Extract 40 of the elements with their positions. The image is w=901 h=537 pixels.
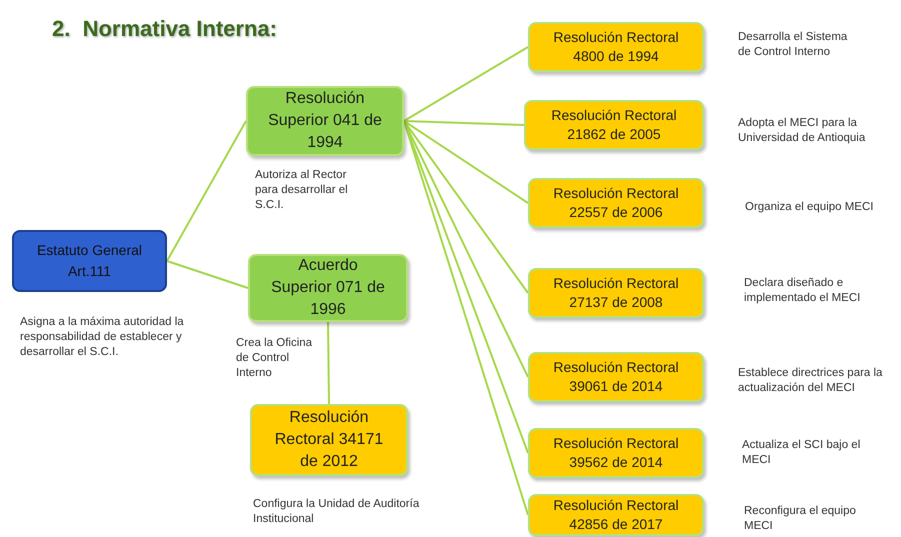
description-text: Actualiza el SCI bajo el MECI <box>742 438 862 468</box>
box-label: Acuerdo Superior 071 de 1996 <box>270 256 386 320</box>
connector-line <box>166 260 248 289</box>
process-box <box>528 178 704 228</box>
description-text: Configura la Unidad de Auditoría Institucional <box>253 497 420 527</box>
box-label: Resolución Rectoral 34171 de 2012 <box>274 408 384 472</box>
description-text: Desarrolla el Sistema de Control Interno <box>738 30 848 60</box>
process-box <box>528 268 704 318</box>
box-label: Resolución Superior 041 de 1994 <box>267 89 383 153</box>
connector-line <box>404 120 524 126</box>
description-text: Organiza el equipo MECI <box>745 200 874 215</box>
connector-line <box>403 120 529 204</box>
process-box <box>528 494 704 536</box>
box-label: Resolución Rectoral 42856 de 2017 <box>552 496 680 534</box>
process-box <box>524 100 704 150</box>
connector-line <box>403 46 529 122</box>
description-text: Adopta el MECI para la Universidad de Antioquia <box>738 116 866 146</box>
process-box <box>248 254 408 322</box>
box-label: Resolución Rectoral 4800 de 1994 <box>552 28 680 66</box>
connector-line <box>166 120 247 262</box>
box-label: Resolución Rectoral 22557 de 2006 <box>552 184 680 222</box>
process-box <box>12 230 167 292</box>
description-text: Reconfigura el equipo MECI <box>744 504 857 534</box>
description-text: Autoriza al Rector para desarrollar el S.C.I. <box>255 168 349 213</box>
description-text: Establece directrices para la actualización del MECI <box>738 366 884 396</box>
process-box <box>246 86 404 156</box>
box-label: Resolución Rectoral 39562 de 2014 <box>552 434 680 472</box>
connector-line <box>327 322 330 404</box>
description-text: Crea la Oficina de Control Interno <box>236 336 314 381</box>
process-box <box>528 22 704 72</box>
process-box <box>528 428 704 478</box>
description-text: Declara diseñado e implementado el MECI <box>744 276 862 306</box>
process-box <box>528 352 704 402</box>
box-label: Resolución Rectoral 27137 de 2008 <box>552 274 680 312</box>
process-box <box>250 404 408 476</box>
box-label: Estatuto General Art.111 <box>36 241 144 281</box>
box-label: Resolución Rectoral 21862 de 2005 <box>550 106 678 144</box>
box-label: Resolución Rectoral 39061 de 2014 <box>552 358 680 396</box>
title: 2. Normativa Interna: <box>52 15 277 43</box>
description-text: Asigna a la máxima autoridad la responsabilidad de establecer y desarrollar el S.C.I. <box>20 315 185 360</box>
